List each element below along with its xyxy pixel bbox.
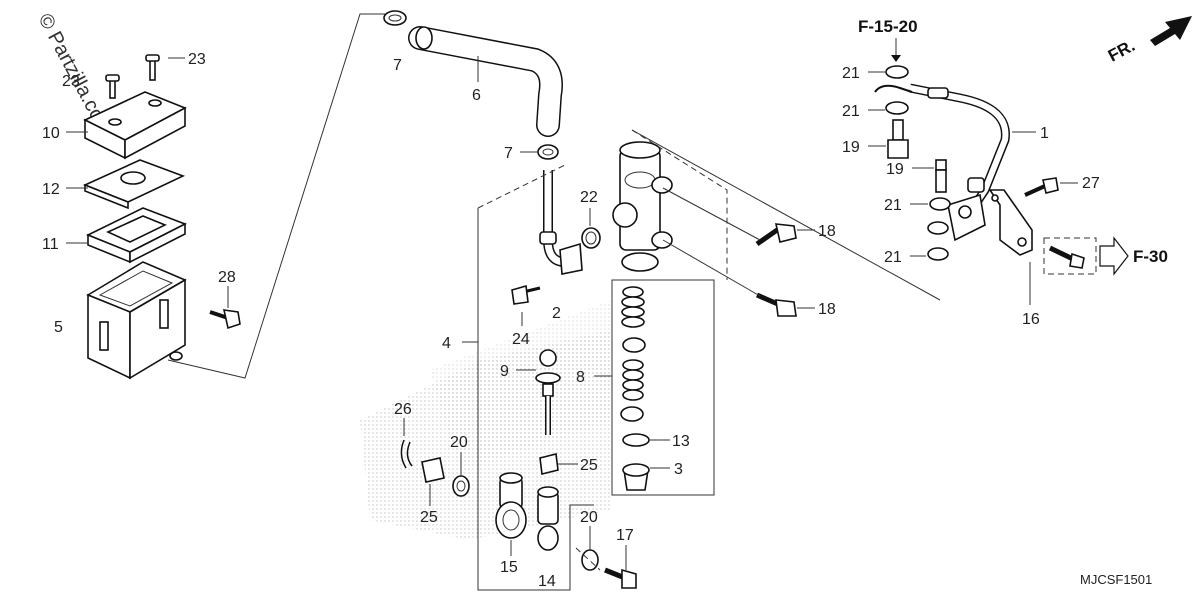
reservoir-hose bbox=[408, 26, 563, 137]
ref-arrow-icon bbox=[1099, 236, 1129, 276]
callout-labels: 1 2 3 4 5 6 7 7 8 9 10 11 12 13 14 15 16… bbox=[42, 51, 1100, 590]
callout-14: 14 bbox=[538, 573, 556, 590]
callout-21b: 21 bbox=[842, 103, 860, 120]
cotter-pin bbox=[400, 439, 413, 469]
spring-mid bbox=[622, 359, 644, 401]
callout-7b: 7 bbox=[504, 145, 513, 162]
callout-21c: 21 bbox=[884, 197, 902, 214]
circlip bbox=[622, 433, 650, 447]
hose-bracket bbox=[988, 189, 1033, 256]
callout-20a: 20 bbox=[450, 434, 468, 451]
bolt-24 bbox=[511, 284, 541, 305]
push-rod bbox=[535, 349, 561, 435]
nut-25a bbox=[539, 453, 559, 475]
callout-19b: 19 bbox=[886, 161, 904, 178]
bolt-19a bbox=[887, 119, 909, 159]
washer-20a bbox=[452, 475, 470, 497]
washer-21e bbox=[927, 247, 949, 261]
hose-clamp-mid bbox=[537, 144, 559, 160]
callout-28: 28 bbox=[218, 269, 236, 286]
callout-26: 26 bbox=[394, 401, 412, 418]
callout-23a: 23 bbox=[188, 51, 206, 68]
callout-11: 11 bbox=[42, 236, 59, 253]
callout-2: 2 bbox=[552, 305, 561, 322]
callout-23b: 23 bbox=[62, 73, 80, 90]
piston-cup-2 bbox=[620, 406, 644, 422]
banjo-fitting-lower bbox=[947, 193, 986, 242]
callout-1: 1 bbox=[1040, 125, 1049, 142]
nut-25b bbox=[421, 457, 445, 483]
callout-25a: 25 bbox=[580, 457, 598, 474]
dust-boot bbox=[622, 463, 650, 491]
diagram-code: MJCSF1501 bbox=[1080, 572, 1152, 587]
callout-4: 4 bbox=[442, 335, 451, 352]
callout-25b: 25 bbox=[420, 509, 438, 526]
callout-17: 17 bbox=[616, 527, 634, 544]
rod-yoke bbox=[537, 486, 559, 551]
callout-21a: 21 bbox=[842, 65, 860, 82]
banjo-fitting-upper bbox=[874, 84, 913, 93]
callout-12: 12 bbox=[42, 181, 60, 198]
callout-10: 10 bbox=[42, 125, 60, 142]
brake-hose bbox=[909, 83, 1010, 208]
front-indicator: FR. bbox=[1105, 36, 1138, 66]
master-cylinder-body bbox=[612, 141, 673, 272]
bolt-19b bbox=[935, 159, 947, 193]
washer-21b bbox=[885, 101, 909, 115]
bolt-18b bbox=[756, 292, 797, 317]
reservoir-cap bbox=[83, 91, 187, 160]
rod-joint bbox=[495, 472, 527, 539]
bolt-27 bbox=[1024, 177, 1059, 197]
diaphragm-plate bbox=[82, 159, 186, 210]
piston-cup-1 bbox=[622, 337, 646, 353]
callout-18b: 18 bbox=[818, 301, 836, 318]
washer-20b bbox=[581, 549, 599, 571]
bolt-18a bbox=[755, 223, 797, 247]
diaphragm bbox=[86, 207, 187, 264]
reservoir-body bbox=[86, 261, 187, 380]
callout-16: 16 bbox=[1022, 311, 1040, 328]
screw-23b bbox=[105, 74, 120, 99]
callout-8: 8 bbox=[576, 369, 585, 386]
callout-20b: 20 bbox=[580, 509, 598, 526]
callout-27: 27 bbox=[1082, 175, 1100, 192]
callout-9: 9 bbox=[500, 363, 509, 380]
callout-5: 5 bbox=[54, 319, 63, 336]
hose-joint bbox=[539, 170, 583, 275]
callout-19a: 19 bbox=[842, 139, 860, 156]
callout-13: 13 bbox=[672, 433, 690, 450]
bolt-28 bbox=[209, 309, 241, 330]
washer-21d bbox=[927, 221, 949, 235]
spring-top bbox=[621, 286, 645, 328]
ref-f-15-20: F-15-20 bbox=[858, 17, 918, 36]
callout-7a: 7 bbox=[393, 57, 402, 74]
callout-3: 3 bbox=[674, 461, 683, 478]
bolt-17 bbox=[604, 567, 637, 589]
hose-clamp-top bbox=[383, 10, 407, 26]
o-ring bbox=[581, 227, 601, 249]
washer-21a bbox=[885, 65, 909, 79]
callout-22: 22 bbox=[580, 189, 598, 206]
callout-24: 24 bbox=[512, 331, 530, 348]
assembly-frame bbox=[477, 164, 566, 209]
washer-21c bbox=[929, 197, 951, 211]
callout-21d: 21 bbox=[884, 249, 902, 266]
screw-23a bbox=[145, 54, 160, 81]
piston-kit-box bbox=[611, 279, 715, 496]
callout-15: 15 bbox=[500, 559, 518, 576]
bolt-ref bbox=[1048, 245, 1085, 269]
callout-6: 6 bbox=[472, 87, 481, 104]
callout-18a: 18 bbox=[818, 223, 836, 240]
stipple-shadow-2 bbox=[430, 300, 612, 470]
front-arrow-icon: FR. bbox=[1105, 16, 1192, 66]
ref-f-30: F-30 bbox=[1133, 247, 1168, 266]
